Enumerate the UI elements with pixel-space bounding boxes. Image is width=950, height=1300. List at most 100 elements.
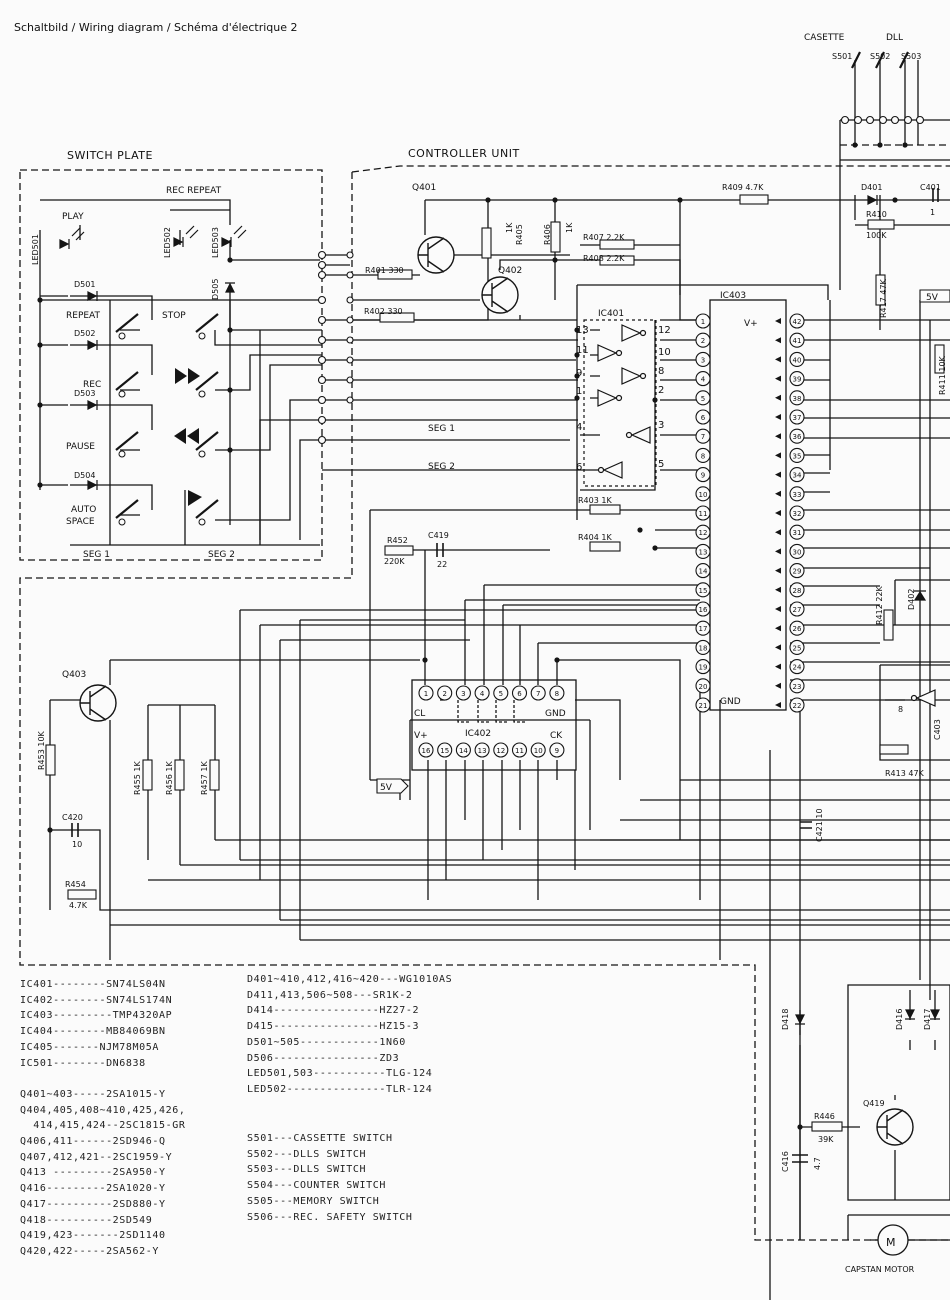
ic401-pin-label: 10 [658, 347, 671, 358]
r403-label: R403 1K [578, 496, 612, 505]
ic402-pin-6 [511, 685, 528, 701]
ic403-pin-label: 9 [701, 472, 705, 480]
ic403-pin-label: 19 [699, 664, 708, 672]
wires [19, 60, 950, 1300]
ic402-pin-label: 16 [422, 747, 431, 755]
parts-list-line: Q416---------2SA1020-Y [20, 1183, 166, 1195]
r406-value: 1K [565, 222, 574, 233]
ic403-pin-label: 29 [793, 568, 802, 576]
ic403-pin-17 [695, 620, 711, 636]
ic403-pin-label: 40 [793, 356, 802, 364]
ic403-pin-25 [789, 639, 805, 655]
ic403-pin-6 [695, 409, 711, 425]
ic402-pin-label: 4 [480, 690, 485, 698]
ic403-pin-37 [789, 409, 805, 425]
parts-list-line: IC404--------MB84069BN [20, 1026, 166, 1038]
signal-arrow [775, 471, 781, 478]
parts-list-line: S502---DLLS SWITCH [247, 1148, 367, 1160]
parts-list-line: Q419,423-------2SD1140 [20, 1230, 166, 1242]
ic403-label: IC403 [720, 291, 746, 301]
ic403-pin-13 [695, 543, 711, 559]
signal-arrow [775, 490, 781, 497]
ic403-pin-label: 7 [701, 433, 705, 441]
ic402-pin-1 [418, 685, 434, 701]
ic402-pin-label: 2 [442, 690, 446, 698]
ic403-pin-label: 22 [793, 702, 802, 710]
r446-value: 39K [818, 1135, 834, 1144]
ic403-pin-label: 25 [793, 644, 802, 652]
parts-list-line: Q406,411------2SD946-Q [20, 1136, 166, 1148]
ic403-pin-14 [695, 563, 711, 579]
ic402-pin-13 [474, 742, 490, 758]
ic403-gnd: GND [720, 697, 741, 707]
text-labels: Schaltbild / Wiring diagram / Schéma d'é… [14, 21, 947, 1274]
dll-label: DLL [886, 33, 903, 43]
r453-label: R453 10K [37, 730, 46, 770]
ic403-pin-9 [695, 467, 711, 483]
rewind-icon [174, 428, 199, 444]
transport-symbols [174, 368, 202, 506]
d417-label: D417 [923, 1009, 932, 1030]
parts-list-line: Q418----------2SD549 [20, 1214, 153, 1226]
r401-label: R401 330 [365, 266, 404, 275]
led503-label: LED503 [211, 227, 220, 258]
ic403-pin-label: 6 [701, 414, 706, 422]
space-label: SPACE [66, 517, 95, 527]
capstan-motor-symbol [870, 1224, 950, 1256]
q402-label: Q402 [498, 266, 522, 276]
parts-list-line: Q413 ---------2SA950-Y [20, 1167, 166, 1179]
c419-label: C419 [428, 531, 449, 540]
ic403-pin-label: 10 [699, 491, 708, 499]
seg2-label: SEG 2 [208, 550, 235, 560]
parts-list-line: Q407,412,421--2SC1959-Y [20, 1151, 173, 1163]
ic402-body [411, 679, 577, 771]
c420-label: C420 [62, 813, 83, 822]
r402-label: R402 330 [364, 307, 403, 316]
ic403-pin-28 [789, 582, 805, 598]
r454-value: 4.7K [69, 901, 88, 910]
ic403-pin-label: 30 [793, 548, 802, 556]
seg1-label: SEG 1 [83, 550, 110, 560]
ic402-pin-8 [549, 685, 565, 701]
parts-list-line: LED501,503-----------TLG-124 [247, 1068, 433, 1080]
ic402-pin-12 [493, 742, 509, 758]
ic403-pin-19 [695, 659, 711, 675]
ic403-pin-label: 13 [699, 548, 708, 556]
r413-label: R413 47K [885, 769, 925, 778]
ic403-pin-label: 4 [701, 376, 706, 384]
switch-plate-boundary [19, 169, 323, 561]
ic403-pin-label: 36 [793, 433, 802, 441]
ic402-pin-label: 1 [424, 690, 428, 698]
diodes [87, 195, 940, 1025]
c401-value: 1 [930, 208, 935, 217]
parts-list-line: IC501--------DN6838 [20, 1057, 146, 1069]
ic403-pin-34 [789, 467, 805, 483]
five-v-tag-top: 5V [926, 293, 939, 303]
ic402-vplus: V+ [414, 731, 428, 741]
ic401-pin-label: 12 [658, 325, 671, 336]
parts-list-line: D411,413,506~508---SR1K-2 [247, 989, 413, 1001]
signal-arrow [775, 606, 781, 612]
ic402-pin-14 [455, 742, 471, 758]
r417-label: R417 47K [879, 278, 888, 318]
ic403-pin-3 [695, 351, 711, 367]
ic403-pin-label: 20 [699, 683, 708, 691]
d501-label: D501 [74, 280, 95, 289]
ic403-pin-label: 5 [701, 395, 705, 403]
ic403-body [709, 299, 787, 711]
ic403-pin-5 [695, 390, 711, 406]
ic403-pin-label: 39 [793, 376, 802, 384]
ic402-pin-label: 5 [499, 690, 503, 698]
signal-arrow [775, 452, 781, 459]
controller-unit-label: CONTROLLER UNIT [408, 147, 520, 160]
ic402-pin-label: 9 [555, 747, 559, 755]
c416-label: C416 [781, 1151, 790, 1172]
ic401-pin-label: 9 [576, 368, 582, 379]
ic402-label: IC402 [465, 729, 491, 739]
ic403-pin-40 [789, 351, 805, 367]
c401-label: C401 [920, 183, 941, 192]
ic403-pin-label: 17 [699, 625, 708, 633]
parts-list-line: Q404,405,408~410,425,426, [20, 1104, 186, 1116]
